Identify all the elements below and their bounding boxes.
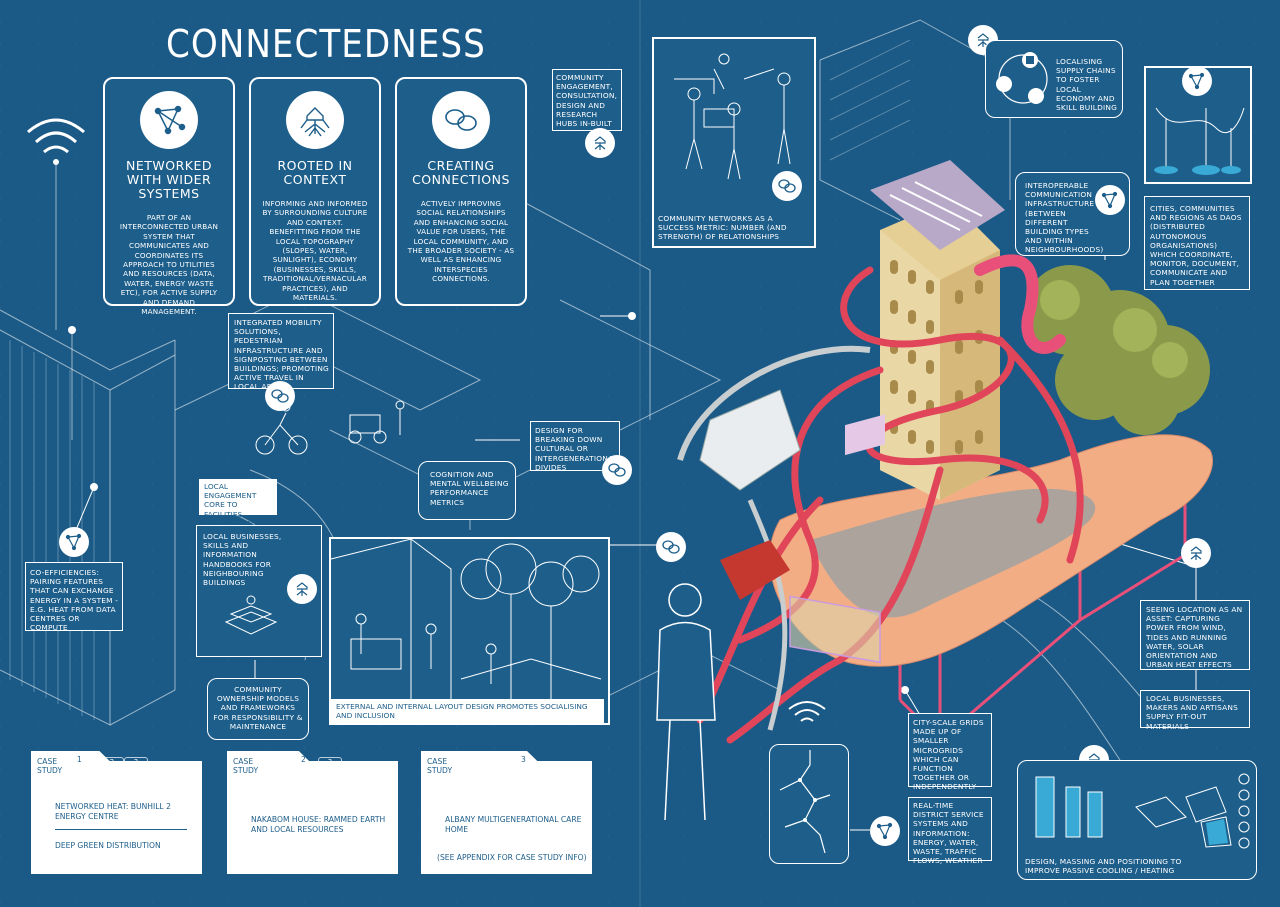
wifi-icon (27, 118, 85, 154)
house-roots-icon (287, 574, 317, 604)
person-figure (656, 583, 716, 821)
note-local-businesses-handbooks: LOCAL BUSINESSES, SKILLS AND INFORMATION… (203, 532, 282, 588)
speech-bubbles-icon (656, 532, 686, 562)
supply-chain-cycle-icon (996, 52, 1048, 104)
speech-bubbles-icon (602, 455, 632, 485)
note-community-networks: COMMUNITY NETWORKS AS A SUCCESS METRIC: … (658, 214, 787, 242)
note-local-engagement: LOCAL ENGAGEMENT CORE TO FACILITIES MANA… (199, 479, 277, 528)
massing-panel (1017, 760, 1257, 880)
layout-design-panel (329, 537, 610, 725)
note-box-realtime (908, 797, 992, 861)
note-interoperable: INTEROPERABLE COMMUNICATION INFRASTRUCTU… (1025, 181, 1104, 255)
note-box-seeing-location (1140, 600, 1250, 670)
card-body: INFORMING AND INFORMED BY SURROUNDING CU… (262, 199, 368, 303)
cyclists-illustration (255, 400, 405, 455)
card-heading: ROOTED IN CONTEXT (277, 158, 353, 187)
handbook-illustration (224, 595, 278, 635)
card-body: ACTIVELY IMPROVING SOCIAL RELATIONSHIPS … (407, 199, 515, 284)
case-study-line: (SEE APPENDIX FOR CASE STUDY INFO) (437, 853, 587, 862)
case-study-label: CASE STUDY (37, 757, 63, 775)
handbooks-box: LOCAL BUSINESSES, SKILLS AND INFORMATION… (196, 525, 322, 657)
note-box-cognition (418, 461, 516, 520)
note-local-makers: LOCAL BUSINESSES, MAKERS AND ARTISANS SU… (1146, 694, 1238, 731)
daos-illustration-box (1144, 66, 1252, 184)
note-box-daos (1144, 196, 1250, 290)
note-localising-supply: LOCALISING SUPPLY CHAINS TO FOSTER LOCAL… (1056, 57, 1118, 113)
note-seeing-location: SEEING LOCATION AS AN ASSET: CAPTURING P… (1146, 605, 1243, 670)
case-study-number: 2 (301, 755, 306, 764)
note-city-grids: CITY-SCALE GRIDS MADE UP OF SMALLER MICR… (913, 718, 984, 792)
network-icon (1095, 185, 1125, 215)
note-box-breaking (530, 421, 620, 471)
speech-bubbles-icon (772, 171, 802, 201)
note-box-mobility (228, 313, 334, 389)
note-box-city-grids (908, 713, 992, 787)
case-study-label: CASE STUDY (233, 757, 259, 775)
house-roots-icon (286, 91, 344, 149)
note-box-local-makers (1140, 690, 1250, 728)
case-study-line: ALBANY MULTIGENERATIONAL CARE HOME (445, 815, 582, 834)
note-cities-daos: CITIES, COMMUNITIES AND REGIONS AS DAOS … (1150, 204, 1242, 287)
case-study-line: NAKABOM HOUSE: RAMMED EARTH AND LOCAL RE… (251, 815, 386, 834)
localising-supply-box: LOCALISING SUPPLY CHAINS TO FOSTER LOCAL… (985, 40, 1123, 118)
network-icon (140, 91, 198, 149)
note-external-internal: EXTERNAL AND INTERNAL LAYOUT DESIGN PROM… (331, 699, 604, 725)
card-heading: NETWORKED WITH WIDER SYSTEMS (126, 158, 212, 201)
wifi-icon (788, 701, 826, 722)
card-creating: CREATING CONNECTIONS ACTIVELY IMPROVING … (395, 77, 527, 306)
note-box-ownership (207, 678, 309, 740)
card-body: PART OF AN INTERCONNECTED URBAN SYSTEM T… (119, 213, 219, 317)
community-networks-panel (652, 37, 816, 248)
case-study-card-3[interactable]: CASE STUDY 3 ALBANY MULTIGENERATIONAL CA… (421, 751, 592, 874)
case-study-card-1[interactable]: CASE STUDY 1 NETWORKED HEAT: BUNHILL 2 E… (31, 751, 202, 874)
central-building-illustration (677, 160, 1214, 744)
card-rooted: ROOTED IN CONTEXT INFORMING AND INFORMED… (249, 77, 381, 306)
note-co-efficiencies: CO-EFFICIENCIES: PAIRING FEATURES THAT C… (30, 568, 119, 633)
house-roots-icon (1181, 538, 1211, 568)
note-cognition: COGNITION AND MENTAL WELLBEING PERFORMAN… (430, 470, 509, 507)
community-scene-illustration (674, 53, 791, 180)
card-networked: NETWORKED WITH WIDER SYSTEMS PART OF AN … (103, 77, 235, 316)
case-study-label: CASE STUDY (427, 757, 453, 775)
dao-network-illustration (1154, 107, 1245, 175)
note-box-co-efficiencies (25, 562, 123, 631)
note-integrated-mobility: INTEGRATED MOBILITY SOLUTIONS, PEDESTRIA… (234, 318, 329, 392)
microgrid-map-illustration (779, 750, 831, 854)
binding-rings-decoration (1238, 773, 1250, 849)
network-icon (870, 816, 900, 846)
speech-bubbles-icon (432, 91, 490, 149)
case-study-line: DEEP GREEN DISTRIBUTION (55, 841, 161, 850)
card-heading: CREATING CONNECTIONS (412, 158, 510, 187)
massing-illustration (1035, 776, 1232, 848)
case-study-number: 1 (77, 755, 82, 764)
note-realtime: REAL-TIME DISTRICT SERVICE SYSTEMS AND I… (913, 801, 984, 866)
case-study-line: NETWORKED HEAT: BUNHILL 2 ENERGY CENTRE (55, 802, 171, 821)
network-icon (1182, 66, 1212, 96)
page-title: CONNECTEDNESS (166, 22, 486, 66)
note-community-ownership: COMMUNITY OWNERSHIP MODELS AND FRAMEWORK… (213, 685, 303, 731)
case-study-card-2[interactable]: CASE STUDY 2 NAKABOM HOUSE: RAMMED EARTH… (227, 751, 398, 874)
note-massing: DESIGN, MASSING AND POSITIONING TO IMPRO… (1025, 857, 1182, 876)
note-design-breaking: DESIGN FOR BREAKING DOWN CULTURAL OR INT… (535, 426, 618, 472)
case-study-number: 3 (521, 755, 526, 764)
interior-scene-illustration (330, 538, 602, 699)
note-community-engagement: COMMUNITY ENGAGEMENT, CONSULTATION, DESI… (556, 73, 618, 129)
note-box-community-engagement (552, 69, 622, 131)
network-icon (59, 527, 89, 557)
house-roots-icon (585, 128, 615, 158)
divider (55, 829, 187, 830)
microgrid-panel (769, 744, 849, 864)
